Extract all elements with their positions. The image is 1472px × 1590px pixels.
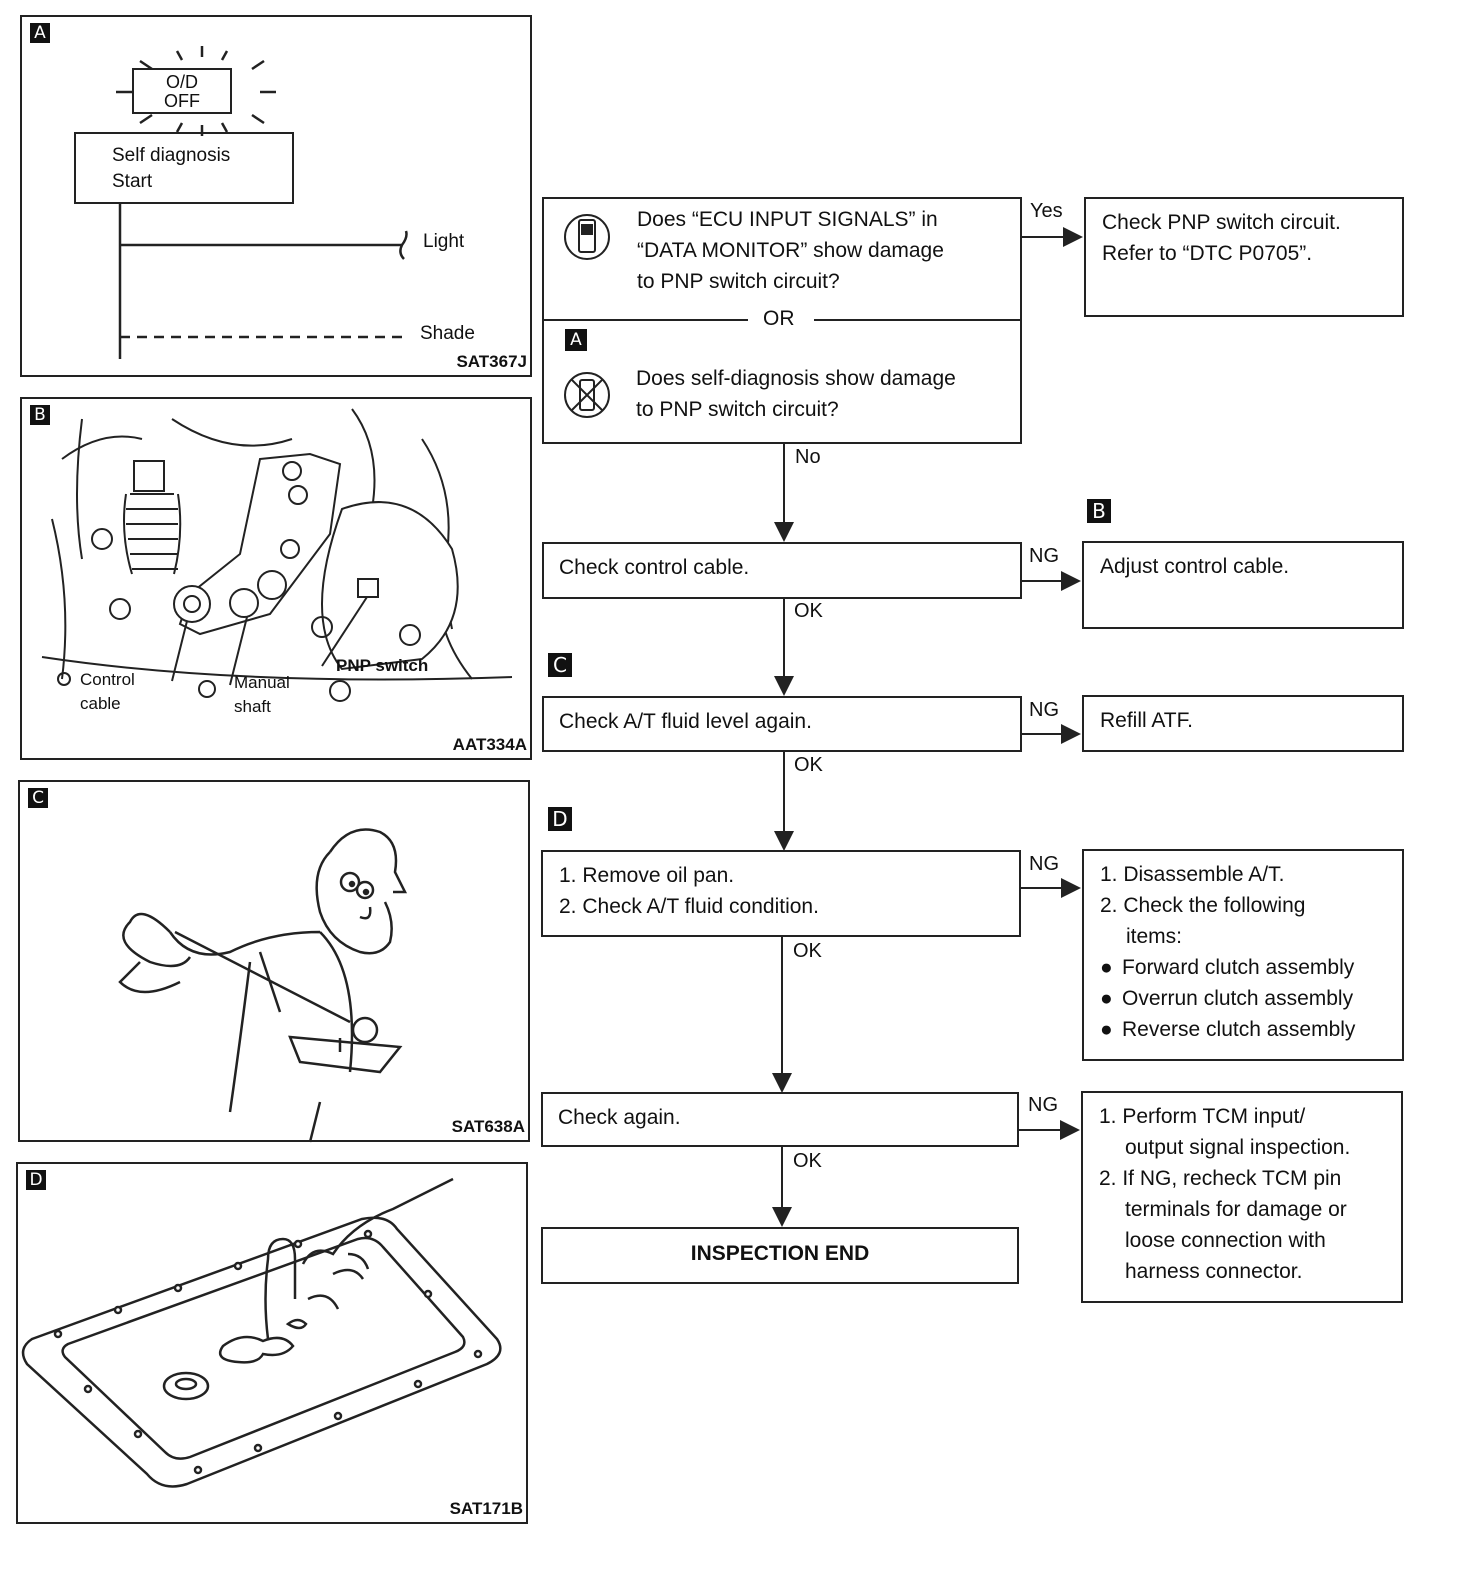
panel-c-code: SAT638A	[451, 1117, 525, 1136]
adjust-control-cable-label: Adjust control cable.	[1100, 555, 1290, 578]
check-pnp-line-2: Refer to “DTC P0705”.	[1102, 242, 1313, 265]
tcm-step-1: 1. Perform TCM input/	[1099, 1105, 1306, 1128]
panel-b-code: AAT334A	[452, 735, 527, 754]
cable-label: cable	[80, 694, 121, 713]
bullet-icon: ●	[1100, 987, 1113, 1010]
control-label: Control	[80, 670, 135, 689]
clutch-item-1-label: Forward clutch assembly	[1122, 956, 1355, 979]
remove-oil-pan-box: 1. Remove oil pan. 2. Check A/T fluid co…	[541, 850, 1021, 937]
ng-label-4: NG	[1028, 1094, 1058, 1116]
check-control-cable-label: Check control cable.	[559, 556, 750, 579]
clutch-item-1: ● Forward clutch assembly	[1100, 952, 1402, 983]
clutch-item-3: ● Reverse clutch assembly	[1100, 1014, 1402, 1045]
tcm-step-2-cont-2: loose connection with	[1125, 1229, 1326, 1252]
panel-b-tag: B	[30, 405, 50, 425]
remove-oil-pan-step-1: 1. Remove oil pan.	[559, 864, 735, 887]
check-again-label: Check again.	[558, 1106, 681, 1129]
self-diagnosis-label: Self diagnosis	[112, 145, 231, 166]
refill-atf-label: Refill ATF.	[1100, 709, 1193, 732]
refill-atf-box: Refill ATF.	[1082, 695, 1404, 752]
panel-c-tag: C	[28, 788, 48, 808]
panel-d: D SAT171B	[16, 1162, 528, 1524]
question-tag-a: A	[565, 329, 587, 351]
clutch-item-3-label: Reverse clutch assembly	[1122, 1018, 1356, 1041]
yes-label: Yes	[1030, 200, 1063, 222]
question-1-line-1: Does “ECU INPUT SIGNALS” in	[637, 208, 938, 231]
pnp-switch-label: PNP switch	[336, 656, 429, 675]
flow-tag-d: D	[548, 807, 572, 831]
od-label: O/D	[165, 72, 198, 92]
ok-label-1: OK	[794, 600, 823, 622]
shaft-label: shaft	[234, 697, 271, 716]
tcm-inspection-box: 1. Perform TCM input/ output signal insp…	[1081, 1091, 1403, 1303]
bullet-icon: ●	[1100, 1018, 1113, 1041]
check-fluid-level-box: Check A/T fluid level again.	[542, 696, 1022, 752]
disassemble-step-2: 2. Check the following	[1100, 894, 1306, 917]
ng-label-2: NG	[1029, 699, 1059, 721]
or-label: OR	[763, 307, 795, 330]
bullet-icon: ●	[1100, 956, 1113, 979]
shade-label: Shade	[420, 323, 475, 344]
tcm-step-1-cont: output signal inspection.	[1125, 1136, 1351, 1159]
light-label: Light	[423, 231, 465, 252]
inspection-end-box: INSPECTION END	[541, 1227, 1019, 1284]
transmission-illustration	[41, 408, 513, 702]
ok-label-3: OK	[793, 940, 822, 962]
self-diagnosis-diagram	[116, 46, 408, 359]
adjust-control-cable-box: Adjust control cable.	[1082, 541, 1404, 629]
question-2-line-1: Does self-diagnosis show damage	[636, 367, 956, 390]
clutch-item-2-label: Overrun clutch assembly	[1122, 987, 1354, 1010]
ok-label-4: OK	[793, 1150, 822, 1172]
mechanic-dipstick-illustration	[118, 828, 408, 1143]
check-again-box: Check again.	[541, 1092, 1019, 1147]
question-2-line-2: to PNP switch circuit?	[636, 398, 839, 421]
start-label: Start	[112, 171, 153, 192]
tcm-step-2-cont-3: harness connector.	[1125, 1260, 1303, 1283]
od-off-lamp: O/D OFF	[132, 68, 232, 114]
check-fluid-level-label: Check A/T fluid level again.	[559, 710, 812, 733]
ok-label-2: OK	[794, 754, 823, 776]
ng-label-3: NG	[1029, 853, 1059, 875]
disassemble-step-1: 1. Disassemble A/T.	[1100, 863, 1285, 886]
tcm-step-2-cont-1: terminals for damage or	[1125, 1198, 1347, 1221]
check-pnp-box: Check PNP switch circuit. Refer to “DTC …	[1084, 197, 1404, 317]
question-1-line-3: to PNP switch circuit?	[637, 270, 840, 293]
panel-d-tag: D	[26, 1170, 46, 1190]
panel-d-code: SAT171B	[449, 1499, 523, 1518]
self-diagnosis-start-box: Self diagnosis Start	[74, 132, 294, 204]
tcm-step-2: 2. If NG, recheck TCM pin	[1099, 1167, 1342, 1190]
check-pnp-line-1: Check PNP switch circuit.	[1102, 211, 1341, 234]
panel-a-code: SAT367J	[456, 352, 527, 371]
check-control-cable-box: Check control cable.	[542, 542, 1022, 599]
clutch-item-2: ● Overrun clutch assembly	[1100, 983, 1402, 1014]
no-label: No	[795, 446, 821, 468]
ng-label-1: NG	[1029, 545, 1059, 567]
question-1-line-2: “DATA MONITOR” show damage	[637, 239, 944, 262]
oil-pan-illustration	[21, 1177, 502, 1488]
disassemble-box: 1. Disassemble A/T. 2. Check the followi…	[1082, 849, 1404, 1061]
inspection-end-label: INSPECTION END	[690, 1242, 870, 1265]
panel-b: B	[20, 397, 532, 760]
off-label: OFF	[164, 91, 200, 111]
flow-tag-c: C	[548, 653, 572, 677]
remove-oil-pan-step-2: 2. Check A/T fluid condition.	[559, 895, 819, 918]
panel-a: A O/D OFF Self diagnosi	[20, 15, 532, 377]
disassemble-step-2-cont: items:	[1126, 925, 1183, 948]
flow-tag-b: B	[1087, 499, 1111, 523]
manual-label: Manual	[234, 673, 290, 692]
panel-a-tag: A	[30, 23, 50, 43]
panel-c: C SAT638A	[18, 780, 530, 1143]
